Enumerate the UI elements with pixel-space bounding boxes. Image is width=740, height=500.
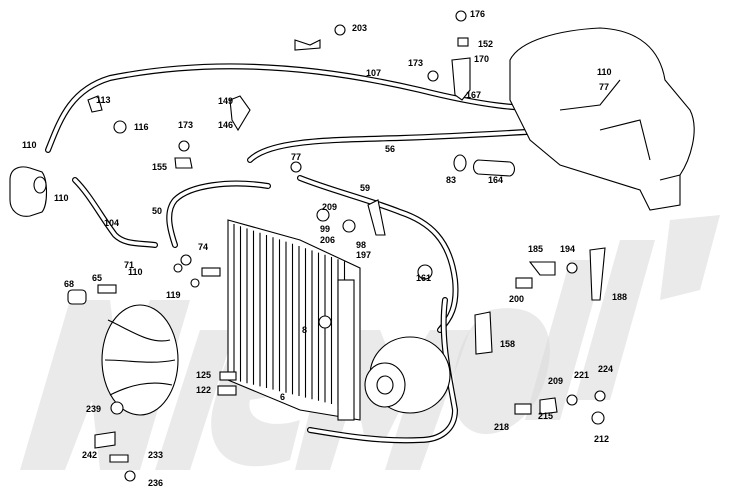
callout-161: 161 (416, 273, 431, 283)
cooling-fan (101, 304, 179, 416)
callout-173: 173 (178, 120, 193, 130)
callout-77: 77 (599, 82, 609, 92)
callout-185: 185 (528, 244, 543, 254)
callout-173: 173 (408, 58, 423, 68)
callout-50: 50 (152, 206, 162, 216)
callout-116: 116 (134, 122, 149, 132)
callout-146: 146 (218, 120, 233, 130)
callout-71: 71 (124, 260, 134, 270)
callout-215: 215 (538, 411, 553, 421)
compressor (364, 336, 451, 414)
callout-110: 110 (128, 267, 143, 277)
reservoir-housing (509, 27, 695, 211)
callout-104: 104 (104, 218, 119, 228)
callout-110: 110 (22, 140, 37, 150)
callout-242: 242 (82, 450, 97, 460)
callout-164: 164 (488, 175, 503, 185)
receiver-drier (9, 166, 48, 217)
callout-167: 167 (466, 90, 481, 100)
callout-119: 119 (166, 290, 181, 300)
callout-209: 209 (548, 376, 563, 386)
callout-176: 176 (470, 9, 485, 19)
callout-209: 209 (322, 202, 337, 212)
callout-110: 110 (54, 193, 69, 203)
refrigerant-line-104 (72, 177, 158, 248)
callout-170: 170 (474, 54, 489, 64)
callout-125: 125 (196, 370, 211, 380)
callout-197: 197 (356, 250, 371, 260)
callout-212: 212 (594, 434, 609, 444)
callout-59: 59 (360, 183, 370, 193)
callout-194: 194 (560, 244, 575, 254)
callout-65: 65 (92, 273, 102, 283)
callout-68: 68 (64, 279, 74, 289)
callout-99: 99 (320, 224, 330, 234)
callout-158: 158 (500, 339, 515, 349)
callout-110: 110 (597, 67, 612, 77)
callout-8: 8 (302, 325, 307, 335)
callout-155: 155 (152, 162, 167, 172)
small-parts (67, 10, 606, 482)
callout-122: 122 (196, 385, 211, 395)
callout-206: 206 (320, 235, 335, 245)
callout-107: 107 (366, 68, 381, 78)
callout-56: 56 (385, 144, 395, 154)
refrigerant-line-50 (166, 180, 271, 248)
callout-83: 83 (446, 175, 456, 185)
callout-233: 233 (148, 450, 163, 460)
callout-6: 6 (280, 392, 285, 402)
callout-98: 98 (356, 240, 366, 250)
refrigerant-line-59 (297, 175, 459, 333)
condenser (227, 219, 361, 421)
callout-77: 77 (291, 152, 301, 162)
callout-149: 149 (218, 96, 233, 106)
callout-labels: 203 176 152 170 107 173 110 77 167 113 116 149 146 17… (22, 9, 627, 488)
callout-203: 203 (352, 23, 367, 33)
refrigerant-line-lower (307, 297, 459, 444)
callout-218: 218 (494, 422, 509, 432)
callout-224: 224 (598, 364, 613, 374)
callout-221: 221 (574, 370, 589, 380)
callout-74: 74 (198, 242, 208, 252)
callout-239: 239 (86, 404, 101, 414)
callout-113: 113 (96, 95, 111, 105)
callout-152: 152 (478, 39, 493, 49)
callout-200: 200 (509, 294, 524, 304)
callout-236: 236 (148, 478, 163, 488)
callout-188: 188 (612, 292, 627, 302)
